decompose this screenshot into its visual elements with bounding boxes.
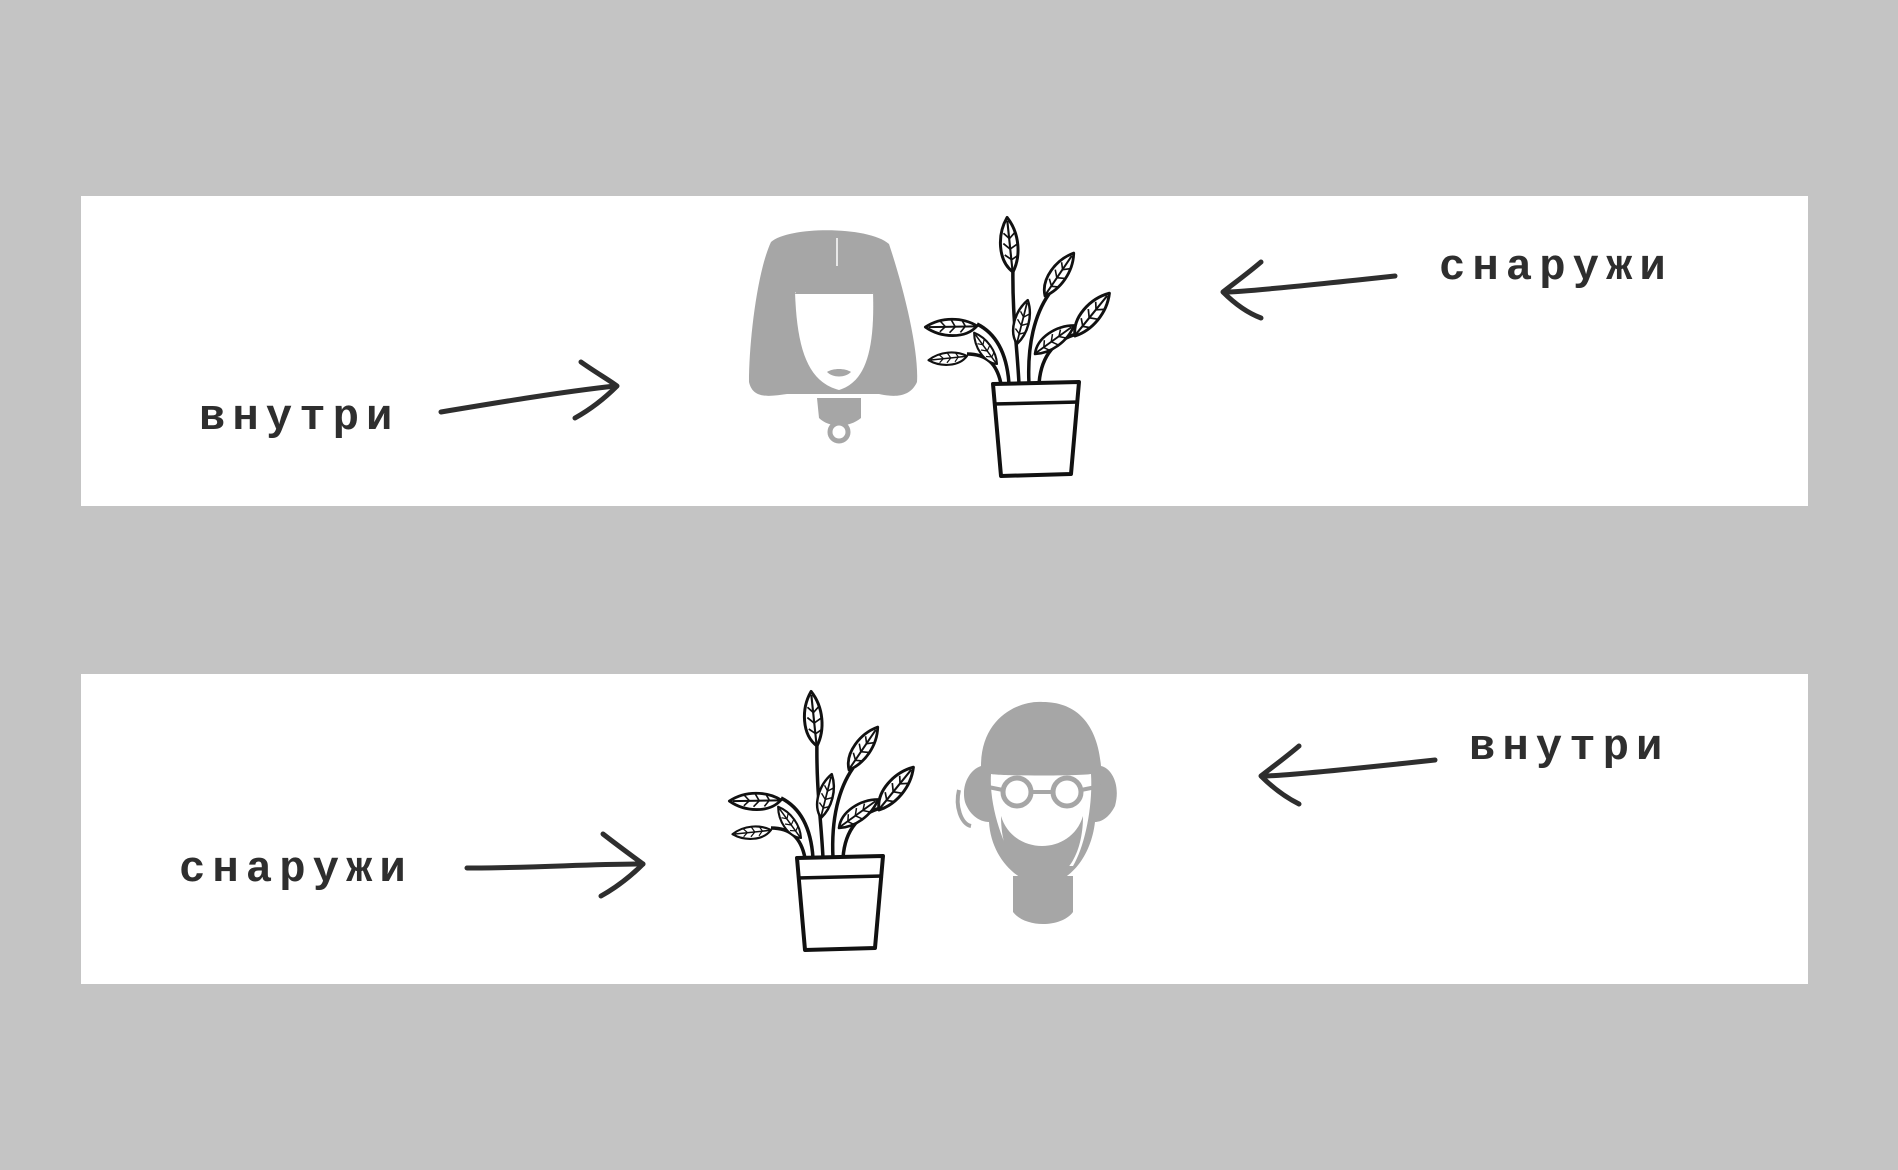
label-inside: внутри: [1469, 723, 1670, 773]
potted-plant-icon: [925, 217, 1120, 476]
panel-bottom: снаружи внутри: [81, 674, 1808, 984]
panel-bottom-drawing: [464, 674, 1438, 984]
arrow-right-icon: [438, 359, 620, 421]
girl-portrait-icon: [749, 230, 918, 444]
panel-top: внутри снаружи: [81, 196, 1808, 506]
arrow-right-icon: [464, 831, 646, 899]
label-outside: снаружи: [179, 845, 413, 895]
bald-man-glasses-icon: [955, 701, 1117, 924]
panel-top-drawing: [438, 196, 1398, 506]
arrow-left-icon: [1220, 259, 1398, 321]
label-inside: внутри: [199, 393, 400, 443]
label-outside: снаружи: [1439, 243, 1673, 293]
arrow-left-icon: [1258, 743, 1438, 807]
potted-plant-icon: [729, 691, 924, 950]
